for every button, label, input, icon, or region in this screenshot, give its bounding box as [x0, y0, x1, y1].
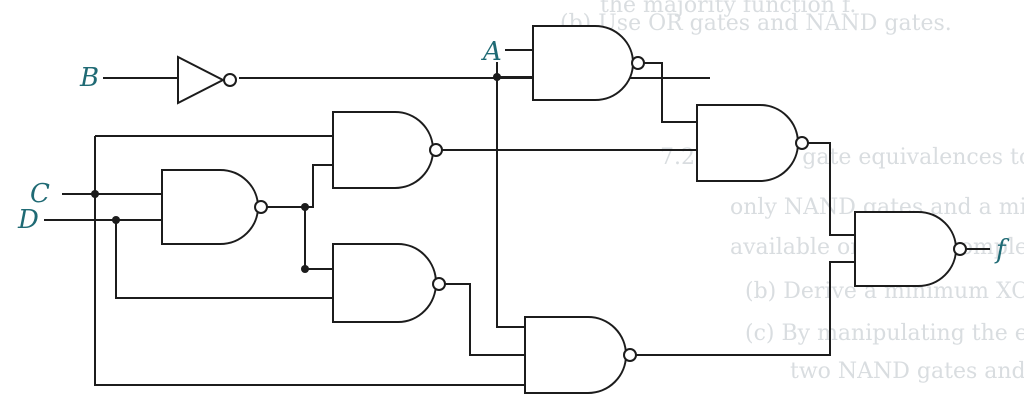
gate-body — [524, 316, 627, 394]
gate-body — [161, 169, 259, 245]
wire-g1-out — [644, 62, 697, 123]
gate-body — [854, 211, 957, 287]
not-gate-body — [177, 55, 226, 105]
wire-g4-out — [444, 283, 525, 356]
not-gate-b — [177, 55, 237, 105]
bg-text-line: two NAND gates and two NOR gates. — [790, 359, 1024, 384]
bg-text-line: the majority function f. — [600, 0, 856, 18]
junction-dot — [91, 190, 99, 198]
inversion-bubble — [254, 200, 268, 214]
wire-c-branch — [94, 136, 525, 386]
bg-text-line: (b) Use OR gates and NAND gates. — [560, 11, 952, 36]
nand-gate-1 — [532, 25, 645, 101]
bg-text-line: (c) By manipulating the expression for f… — [745, 321, 1024, 346]
inversion-bubble — [429, 143, 443, 157]
wire-g6-out — [636, 261, 855, 356]
wire-d-branch — [115, 220, 333, 299]
gate-body — [332, 243, 437, 323]
nand-gate-5 — [696, 104, 809, 182]
junction-dot — [112, 216, 120, 224]
nand-gate-6 — [524, 316, 637, 394]
wire-g5-out — [808, 142, 855, 236]
wire-a-branch — [496, 77, 525, 328]
nand-gate-3 — [161, 169, 268, 245]
inversion-bubble — [223, 73, 237, 87]
inversion-bubble — [623, 348, 637, 362]
inversion-bubble — [432, 277, 446, 291]
gate-body — [532, 25, 634, 101]
junction-dot — [493, 73, 501, 81]
wire-g3-to-g4 — [304, 207, 333, 270]
wires — [44, 49, 990, 386]
nand-gate-2 — [332, 111, 443, 189]
wire-g3-to-g2 — [266, 164, 333, 208]
junction-dot — [301, 265, 309, 273]
gate-body — [696, 104, 799, 182]
input-label-a: A — [481, 37, 502, 67]
junctions — [91, 73, 501, 273]
nand-gate-output — [854, 211, 967, 287]
inversion-bubble — [631, 56, 645, 70]
junction-dot — [301, 203, 309, 211]
inversion-bubble — [953, 242, 967, 256]
inversion-bubble — [795, 136, 809, 150]
input-label-c: C — [30, 179, 50, 209]
nand-gate-4 — [332, 243, 446, 323]
gate-body — [332, 111, 434, 189]
input-label-b: B — [79, 63, 99, 93]
input-label-d: D — [17, 205, 39, 235]
